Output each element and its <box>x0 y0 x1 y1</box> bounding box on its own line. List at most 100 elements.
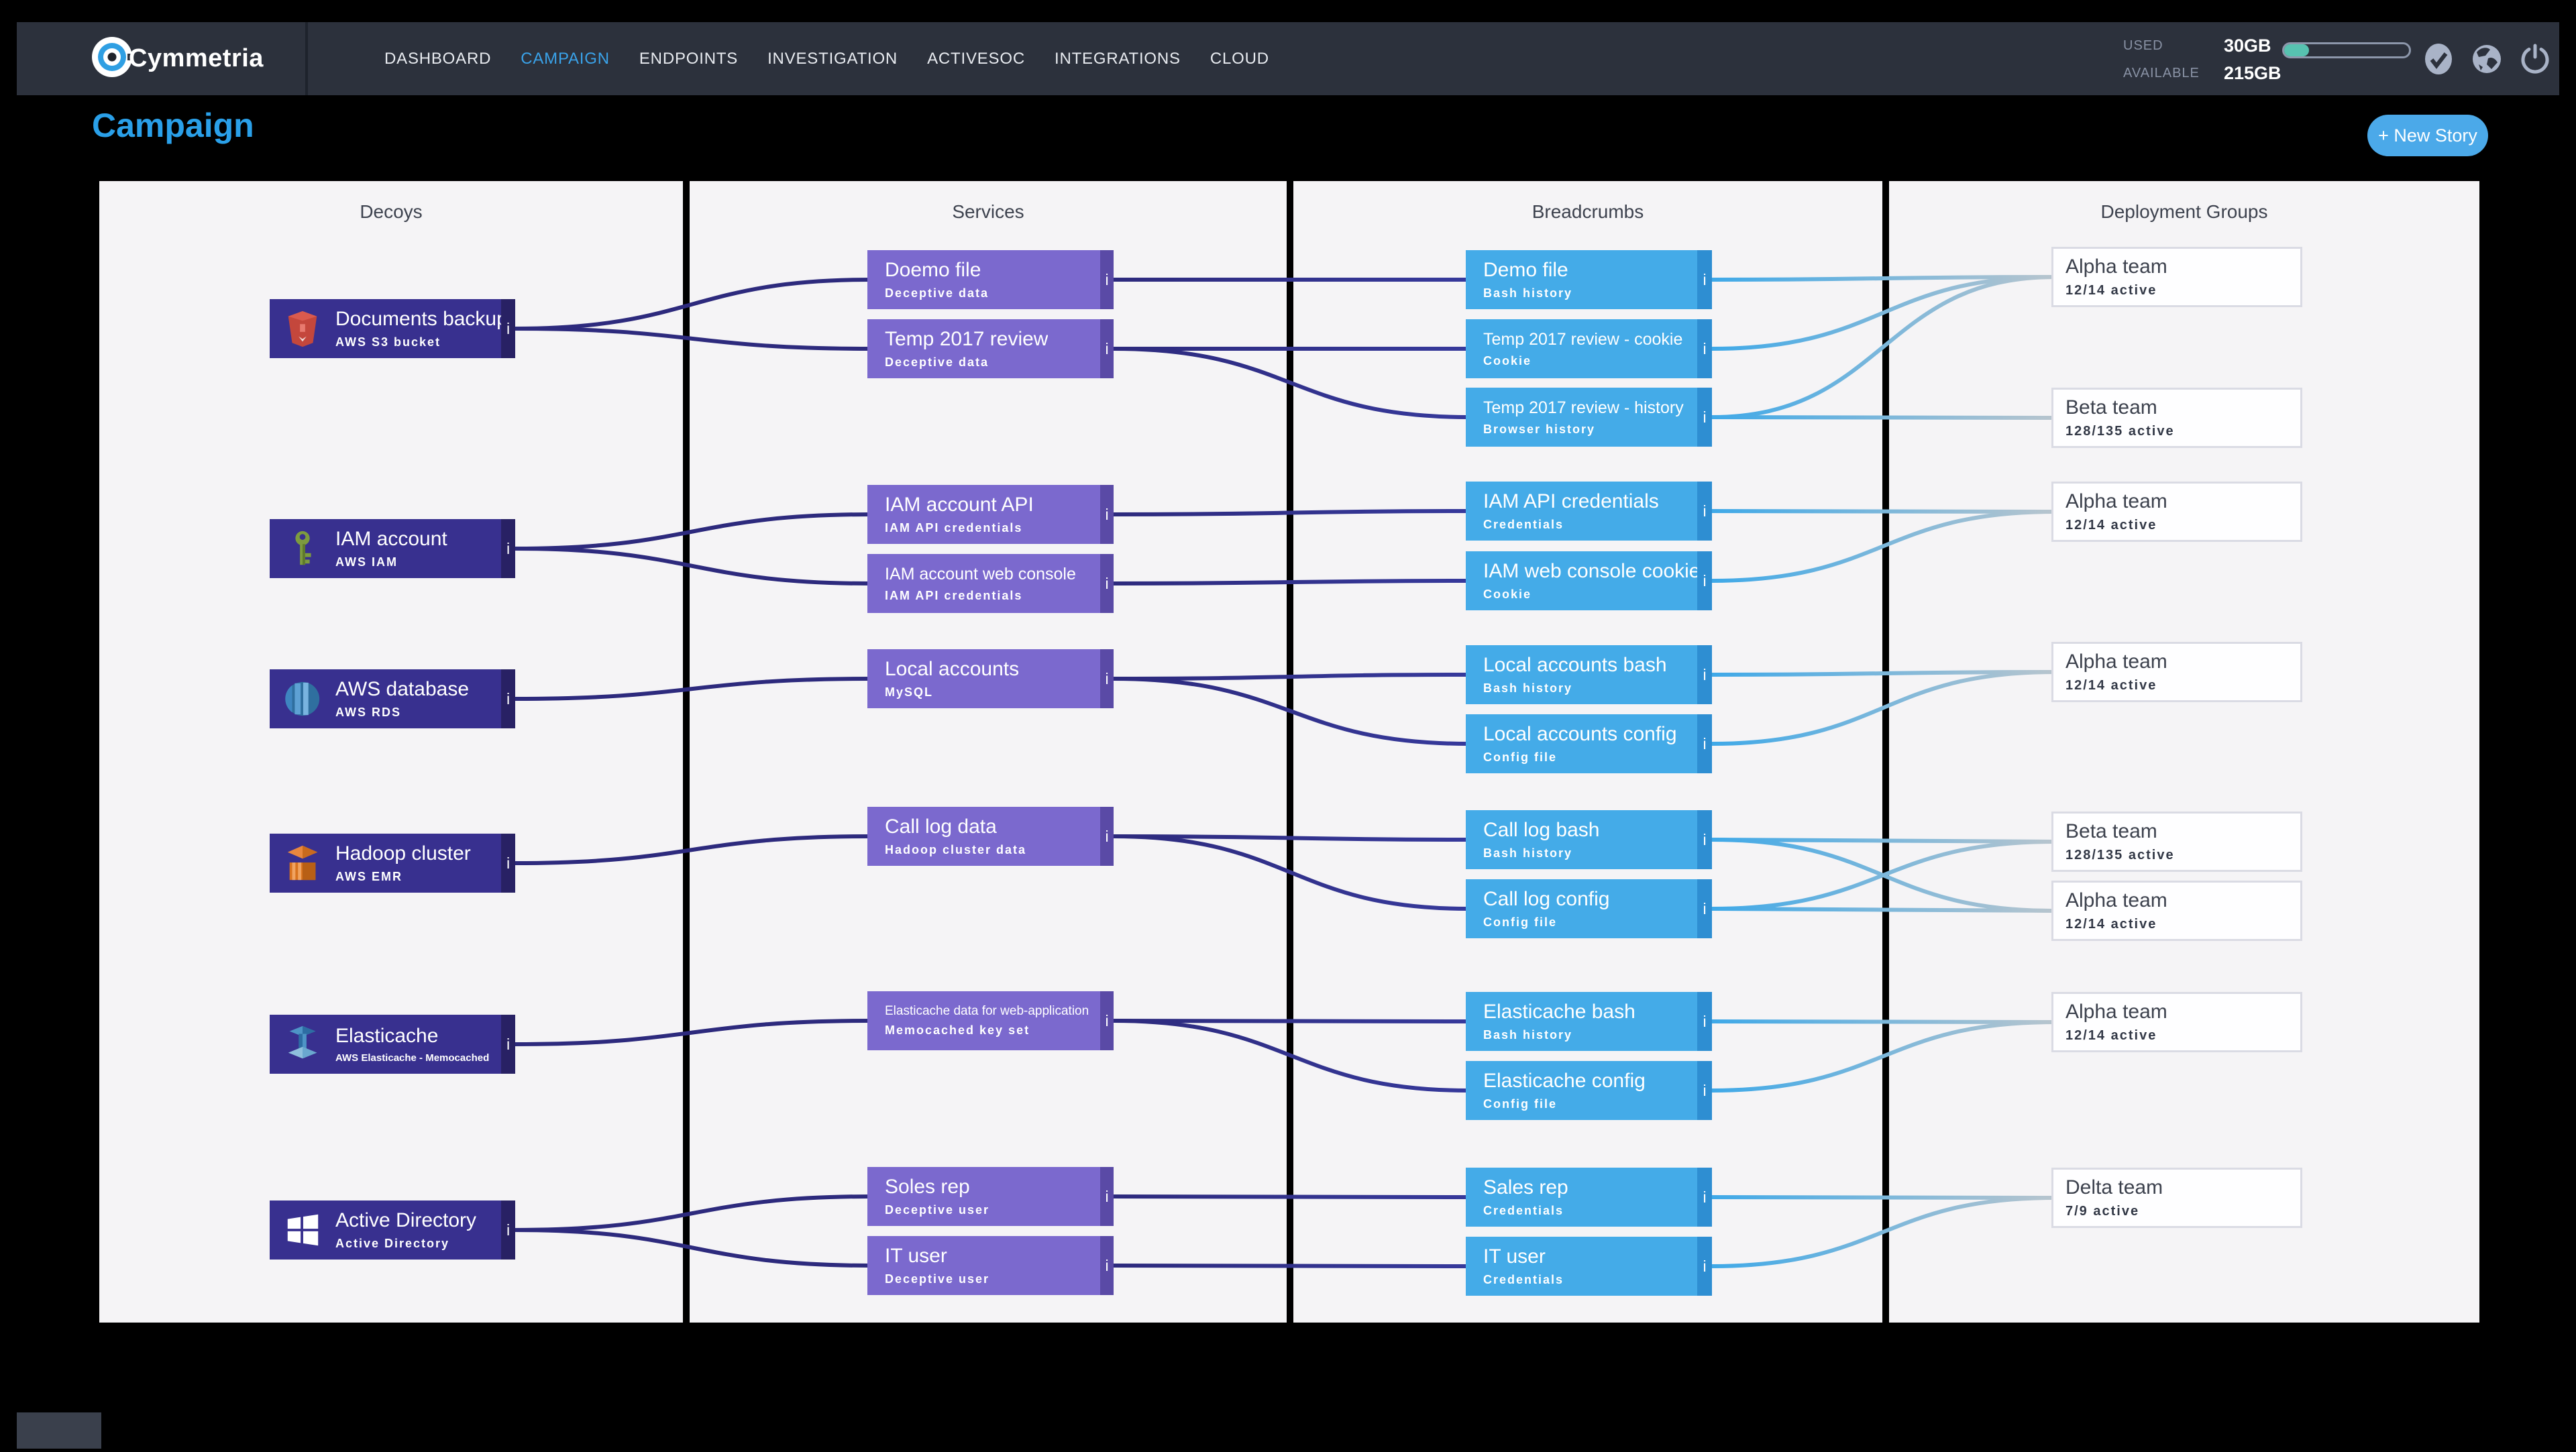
emr-icon <box>283 844 322 883</box>
node-info-button[interactable]: i <box>1100 554 1114 613</box>
power-icon[interactable] <box>2519 43 2551 75</box>
node-title: Beta team <box>2065 820 2157 842</box>
node-info-button[interactable]: i <box>1697 810 1712 869</box>
deployment-groups-column: Deployment Groups <box>1889 181 2479 1323</box>
nav-item-endpoints[interactable]: ENDPOINTS <box>639 49 739 68</box>
node-subtitle: IAM API credentials <box>885 521 1023 535</box>
deployment-group-node[interactable]: Delta team 7/9 active <box>2051 1168 2302 1228</box>
node-title: Hadoop cluster <box>335 842 471 864</box>
new-story-button[interactable]: + New Story <box>2367 115 2488 156</box>
node-info-button[interactable]: i <box>501 519 515 578</box>
node-info-button[interactable]: i <box>1100 807 1114 866</box>
node-info-button[interactable]: i <box>1697 645 1712 704</box>
decoys-column: Decoys <box>99 181 683 1323</box>
nav-item-campaign[interactable]: CAMPAIGN <box>521 49 610 68</box>
node-info-button[interactable]: i <box>1697 482 1712 541</box>
node-info-button[interactable]: i <box>1100 649 1114 708</box>
node-subtitle: Deceptive user <box>885 1203 990 1217</box>
storage-available-label: AVAILABLE <box>2123 66 2200 80</box>
nav-item-investigation[interactable]: INVESTIGATION <box>767 49 898 68</box>
node-info-button[interactable]: i <box>1100 991 1114 1050</box>
node-subtitle: MySQL <box>885 685 934 699</box>
node-info-button[interactable]: i <box>1697 879 1712 938</box>
node-info-button[interactable]: i <box>501 299 515 358</box>
node-info-button[interactable]: i <box>1697 1168 1712 1227</box>
nav-item-dashboard[interactable]: DASHBOARD <box>384 49 492 68</box>
node-title: Local accounts bash <box>1483 654 1667 676</box>
storage-progress-fill <box>2284 44 2310 56</box>
node-info-button[interactable]: i <box>1100 485 1114 544</box>
node-subtitle: AWS EMR <box>335 870 403 883</box>
nav-item-integrations[interactable]: INTEGRATIONS <box>1054 49 1181 68</box>
node-subtitle: Deceptive user <box>885 1272 990 1286</box>
nav-item-activesoc[interactable]: ACTIVESOC <box>927 49 1025 68</box>
node-info-button[interactable]: i <box>1697 1061 1712 1120</box>
node-subtitle: AWS RDS <box>335 706 402 719</box>
node-info-button[interactable]: i <box>501 669 515 728</box>
node-info-button[interactable]: i <box>1697 250 1712 309</box>
node-title: AWS database <box>335 678 469 700</box>
node-title: Temp 2017 review <box>885 328 1049 350</box>
node-subtitle: 12/14 active <box>2065 1028 2157 1043</box>
node-info-button[interactable]: i <box>1697 319 1712 378</box>
node-info-button[interactable]: i <box>1697 992 1712 1051</box>
node-info-button[interactable]: i <box>1697 551 1712 610</box>
brand-logo[interactable]: Cymmetria <box>87 22 264 95</box>
node-info-button[interactable]: i <box>501 1200 515 1260</box>
globe-icon[interactable] <box>2471 43 2503 75</box>
nav-item-cloud[interactable]: CLOUD <box>1210 49 1269 68</box>
node-title: Call log data <box>885 816 997 838</box>
node-info-button[interactable]: i <box>501 1015 515 1074</box>
node-info-button[interactable]: i <box>1100 1236 1114 1295</box>
node-subtitle: 7/9 active <box>2065 1204 2140 1219</box>
deployment-groups-column-header: Deployment Groups <box>2100 201 2268 222</box>
node-title: Delta team <box>2065 1176 2163 1198</box>
node-info-button[interactable]: i <box>1100 1167 1114 1226</box>
node-title: Local accounts <box>885 658 1020 680</box>
node-subtitle: 12/14 active <box>2065 678 2157 693</box>
node-info-button[interactable]: i <box>1697 714 1712 773</box>
top-navigation-bar: Cymmetria DASHBOARD CAMPAIGN ENDPOINTS INVE… <box>17 22 2559 95</box>
node-info-button[interactable]: i <box>1100 319 1114 378</box>
node-info-button[interactable]: i <box>501 834 515 893</box>
node-info-button[interactable]: i <box>1697 1237 1712 1296</box>
node-info-button[interactable]: i <box>1100 250 1114 309</box>
check-circle-icon[interactable] <box>2422 43 2455 75</box>
node-info-button[interactable]: i <box>1697 388 1712 447</box>
